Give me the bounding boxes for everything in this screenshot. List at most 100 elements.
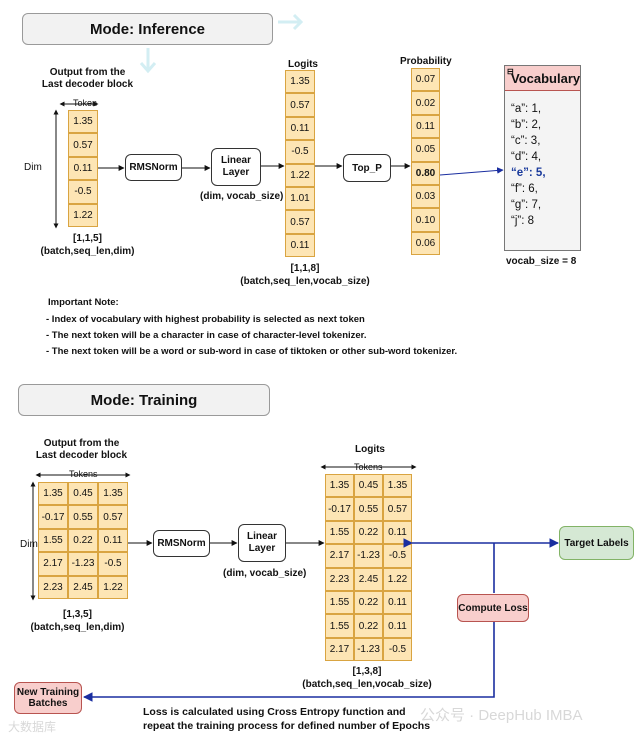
- training-logit-cell: 1.55: [325, 520, 354, 545]
- training-input-cell: -0.5: [98, 552, 128, 576]
- probability-cell: 0.10: [411, 208, 440, 232]
- training-logit-cell: 2.17: [325, 544, 354, 568]
- inference-logit-cell: 0.11: [285, 116, 315, 141]
- probability-cell: 0.03: [411, 184, 440, 209]
- note-1: - Index of vocabulary with highest proba…: [46, 314, 365, 325]
- inference-rmsnorm-block: RMSNorm: [125, 154, 182, 181]
- inference-logit-cell: 0.57: [285, 210, 315, 234]
- training-logit-cell: 0.11: [383, 614, 412, 638]
- training-logit-cell: 1.55: [325, 590, 354, 615]
- training-input-cell: 0.45: [68, 482, 98, 506]
- training-input-cell: -0.17: [38, 505, 68, 529]
- inference-input-cell: 1.22: [68, 203, 98, 227]
- inference-logit-cell: 1.22: [285, 163, 315, 187]
- training-output-label: Output from the Last decoder block: [35, 438, 128, 461]
- inference-input-cell: 1.35: [68, 110, 98, 134]
- inference-logit-cell: -0.5: [285, 140, 315, 164]
- training-logit-cell: 0.55: [354, 497, 383, 521]
- inference-logit-cell: 1.01: [285, 186, 315, 211]
- training-input-cell: 1.22: [98, 575, 128, 599]
- vocabulary-entry: “f”: 6,: [511, 183, 538, 195]
- training-rmsnorm-block: RMSNorm: [153, 530, 210, 557]
- vocabulary-header: ⊟ Vocabulary: [505, 66, 580, 91]
- training-linear-desc: (dim, vocab_size): [223, 568, 307, 579]
- vocabulary-entry: “b”: 2,: [511, 119, 542, 131]
- vocab-size-label: vocab_size = 8: [506, 256, 577, 267]
- probability-cell: 0.05: [411, 138, 440, 162]
- training-logit-cell: 0.11: [383, 590, 412, 615]
- training-mode-title: Mode: Training: [18, 384, 270, 416]
- watermark-right: 公众号 · DeepHub IMBA: [420, 707, 583, 724]
- vocabulary-list: “a”: 1,“b”: 2,“c”: 3,“d”: 4,“e”: 5,“f”: …: [505, 91, 580, 229]
- training-input-cell: 0.22: [68, 528, 98, 553]
- vocabulary-entry: “a”: 1,: [511, 103, 542, 115]
- inference-logit-cell: 1.35: [285, 70, 315, 94]
- inference-logits-label: Logits: [288, 59, 318, 70]
- training-logit-cell: 0.22: [354, 520, 383, 545]
- training-dim-label: Dim: [20, 539, 38, 550]
- probability-label: Probability: [400, 56, 452, 67]
- inference-mode-title: Mode: Inference: [22, 13, 273, 45]
- inference-input-cell: 0.11: [68, 156, 98, 181]
- compute-loss-box: Compute Loss: [457, 594, 529, 622]
- inference-linear-desc: (dim, vocab_size): [200, 191, 284, 202]
- vocabulary-entry: “d”: 4,: [511, 151, 542, 163]
- training-logit-cell: 2.17: [325, 637, 354, 662]
- inference-input-cell: 0.57: [68, 133, 98, 157]
- vocabulary-entry: “c”: 3,: [511, 135, 541, 147]
- probability-cell: 0.80: [411, 161, 440, 185]
- training-logit-cell: -0.17: [325, 497, 354, 521]
- training-logit-cell: 1.22: [383, 567, 412, 591]
- training-logit-cell: 1.55: [325, 614, 354, 638]
- training-logit-cell: -0.5: [383, 544, 412, 568]
- training-logit-cell: 2.45: [354, 567, 383, 591]
- training-input-cell: 2.17: [38, 552, 68, 576]
- vocabulary-box: ⊟ Vocabulary “a”: 1, “b”: 2, “c”: 3, “d”: 4…: [504, 65, 581, 251]
- probability-cell: 0.07: [411, 68, 440, 92]
- notes-title: Important Note:: [48, 297, 119, 308]
- training-logit-cell: 0.45: [354, 474, 383, 498]
- training-logit-cell: -1.23: [354, 637, 383, 662]
- loss-note: Loss is calculated using Cross Entropy f…: [143, 706, 431, 732]
- training-logit-cell: 0.22: [354, 590, 383, 615]
- note-2: - The next token will be a character in …: [46, 330, 367, 341]
- training-input-shape: [1,3,5] (batch,seq_len,dim): [30, 609, 125, 633]
- inference-input-shape: [1,1,5] (batch,seq_len,dim): [40, 233, 135, 257]
- training-logit-cell: -0.5: [383, 637, 412, 662]
- training-input-cell: 1.35: [38, 482, 68, 506]
- inference-mode-label: Mode: Inference: [89, 20, 206, 38]
- training-input-cell: 2.45: [68, 575, 98, 599]
- training-input-cell: 0.57: [98, 505, 128, 529]
- training-logit-cell: 1.35: [325, 474, 354, 498]
- vocabulary-entry: “g”: 7,: [511, 199, 542, 211]
- training-linear-layer-block: Linear Layer: [238, 524, 286, 562]
- training-input-cell: 0.11: [98, 528, 128, 553]
- target-labels-box: Target Labels: [559, 526, 634, 560]
- training-input-cell: 0.55: [68, 505, 98, 529]
- training-logit-cell: -1.23: [354, 544, 383, 568]
- probability-cell: 0.11: [411, 114, 440, 139]
- inference-output-label: Output from the Last decoder block: [41, 67, 134, 90]
- minus-icon: ⊟: [507, 67, 514, 76]
- training-logit-cell: 0.57: [383, 497, 412, 521]
- training-logit-cell: 1.35: [383, 474, 412, 498]
- note-3: - The next token will be a word or sub-w…: [46, 346, 458, 357]
- training-logit-cell: 2.23: [325, 567, 354, 591]
- training-logits-shape: [1,3,8] (batch,seq_len,vocab_size): [302, 666, 432, 690]
- inference-dim-label: Dim: [24, 162, 42, 173]
- inference-logit-cell: 0.11: [285, 233, 315, 258]
- top-p-block: Top_P: [343, 154, 391, 182]
- inference-logit-cell: 0.57: [285, 93, 315, 117]
- training-input-cell: -1.23: [68, 552, 98, 576]
- training-logit-cell: 0.22: [354, 614, 383, 638]
- training-logits-label: Logits: [355, 444, 385, 455]
- training-input-cell: 2.23: [38, 575, 68, 599]
- training-input-cell: 1.55: [38, 528, 68, 553]
- inference-linear-layer-block: Linear Layer: [211, 148, 261, 186]
